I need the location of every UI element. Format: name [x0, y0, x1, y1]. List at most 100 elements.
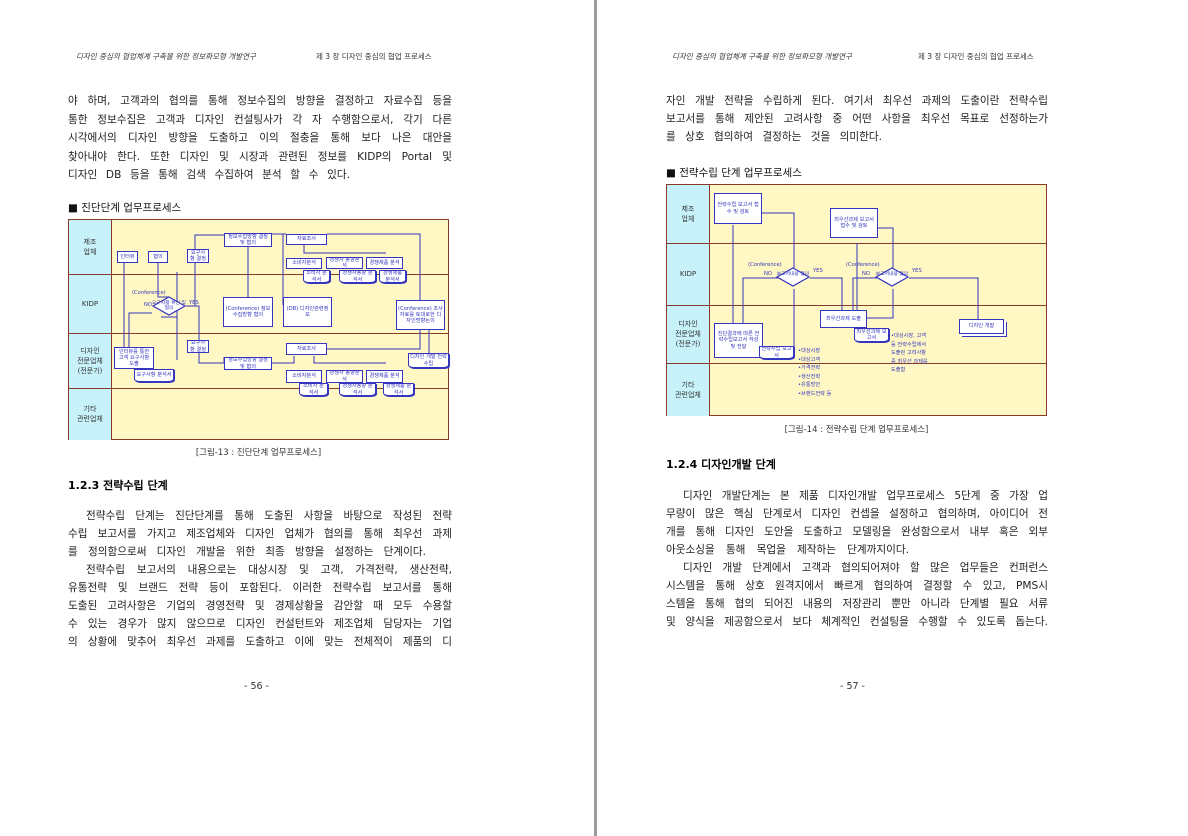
section-heading: 1.2.4 디자인개발 단계: [666, 458, 776, 471]
lane-label-manufacturer: 제조 업체: [69, 220, 112, 274]
bullet-item: 등 전략수립에서: [891, 341, 927, 348]
box-research-bottom: 자료조사: [286, 343, 327, 355]
running-header-chapter: 제 3 장 디자인 중심의 협업 프로세스: [316, 52, 432, 61]
conference-label: (Conference): [748, 262, 782, 268]
lane-divider: [69, 274, 448, 275]
box-db-design-info: (DB) 디자인관련정보: [283, 297, 332, 327]
body-line: 찾아내야 한다. 또한 디자인 및 시장과 관련된 정보를 KIDP의 Port…: [68, 151, 452, 163]
conference-label: (Conference): [846, 262, 880, 268]
lane-divider: [667, 243, 1046, 244]
body-line: 를 정의함으로써 디자인 개발을 위한 최종 방향을 설정하는 단계이다.: [68, 546, 426, 558]
page-56: 디자인 중심의 협업체계 구축을 위한 정보화모형 개발연구 제 3 장 디자인…: [68, 52, 452, 692]
body-line: 디자인 개발 단계에서 고객과 협의되어져야 할 많은 업무들은 컨퍼런스: [683, 562, 1048, 574]
diagnosis-process-diagram: 제조 업체 KIDP 디자인 전문업체 (전문가) 기타 관련업체 인터뷰 협의…: [68, 219, 449, 440]
box-derive-requirements: 인터뷰를 통한 고객 요구사항 도출: [114, 347, 154, 369]
decision-label: 요구사항 확인 및 협의: [152, 301, 186, 312]
section-title: ■ 전략수립 단계 업무프로세스: [666, 167, 802, 179]
box-competitor-analysis-top: 경쟁자 동향분석: [326, 257, 363, 269]
lane-label-design-firm: 디자인 전문업체 (전문가): [667, 305, 710, 363]
yes-label: YES: [813, 268, 823, 274]
doc-competitor-report-top: 경쟁자동향 분석서: [339, 270, 376, 283]
doc-design-strategy: 디자인 개발 전략 수립: [408, 353, 449, 368]
body-line: 통한 정보수집은 고객과 디자인 컨설팅사가 각 자 수행함으로서, 각기 다른: [68, 114, 452, 126]
body-line: 전략수립 단계는 진단단계를 통해 도출된 사항을 바탕으로 작성된 전략: [86, 510, 452, 522]
bullet-list-strategy-contents: •대상시장 •대상고객 •가격전략 •생산전략 •유통방안 •브랜드전략 등: [798, 347, 831, 398]
box-requirement-decision-top: 요구사항 결정: [187, 249, 209, 263]
bullet-list-priority: •대상시장, 고객 등 전략수립에서 도출된 고려사항 중 최우선 과제를 도출…: [891, 332, 928, 375]
running-header-title: 디자인 중심의 협업체계 구축을 위한 정보화모형 개발연구: [672, 52, 852, 61]
lane-divider: [69, 333, 448, 334]
box-conference-design-direction: (Conference) 조사자료를 토대로한 디자인방향논의: [396, 300, 445, 330]
page-number: - 57 -: [840, 681, 865, 692]
bullet-item: 도출함: [891, 367, 906, 373]
box-consumer-analysis-top: 소비자분석: [286, 258, 322, 269]
lane-label-manufacturer: 제조 업체: [667, 185, 710, 243]
body-line: 개를 통해 디자인 도안을 도출하고 모델링을 완성함으로서 내부 혹은 외부: [666, 526, 1048, 538]
decision-report-consult-1: 보고서내용 협의: [776, 267, 810, 287]
body-line: 수립 보고서를 가지고 제조업체와 디자인 업체가 협의를 통해 최우선 과제: [68, 528, 452, 540]
box-design-development: 디자인 개발: [959, 319, 1004, 334]
body-line: 디자인 개발단계는 본 제품 디자인개발 업무프로세스 5단계 중 가장 업: [683, 490, 1048, 502]
lane-divider: [667, 305, 1046, 306]
lane-divider: [667, 363, 1046, 364]
section-title: ■ 진단단계 업무프로세스: [68, 202, 182, 214]
body-line: 도출된 고려사항은 기업의 경영전략 및 경제상황을 감안할 때 모두 수용할: [68, 600, 452, 612]
body-line: 수 있는 경우가 많지 않으므로 디자인 컨설턴트와 제조업체 담당자는 기업: [68, 618, 452, 630]
bullet-item: •대상고객: [798, 356, 821, 363]
body-line: 시각에서의 디자인 방향을 도출하고 이의 절충을 통해 보다 나은 대안을: [68, 132, 452, 144]
bullet-item: •대상시장: [798, 348, 821, 354]
bullet-item: •유통방안: [798, 382, 821, 388]
body-line: 야 하며, 고객과의 협의를 통해 정보수집의 방향을 결정하고 자료수집 등을: [68, 95, 452, 107]
decision-label: 보고서내용 협의: [776, 272, 810, 277]
page-divider: [594, 0, 597, 836]
no-label: NO: [862, 271, 870, 277]
lane-label-others: 기타 관련업체: [667, 363, 710, 416]
box-info-direction-top: 정보수집방향 결정 및 협의: [224, 233, 272, 247]
doc-requirement-report: 요구사항 분석서: [134, 369, 174, 382]
body-line: 아웃소싱을 통해 목업을 제작하는 단계까지이다.: [666, 544, 909, 556]
running-header-title: 디자인 중심의 협업체계 구축을 위한 정보화모형 개발연구: [76, 52, 256, 61]
bullet-item: •가격전략: [798, 365, 821, 371]
box-info-direction-bottom: 정보수집방향 결정 및 협의: [224, 357, 272, 370]
conference-label: (Conference): [132, 290, 166, 296]
box-consult: 협의: [148, 251, 168, 263]
body-line: 및 양식을 제공함으로서 보다 체계적인 컨설팅을 수행할 수 있도록 돕는다.: [666, 616, 1048, 628]
box-priority-report-review: 최우선과제 보고서 접수 및 검토: [830, 208, 878, 238]
box-product-analysis-top: 경쟁제품 분석: [366, 257, 403, 269]
body-line: 스템을 통해 협의 되어진 내용의 저장관리 뿐만 아니라 단계별 필요 서류: [666, 598, 1048, 610]
lane-label-kidp: KIDP: [667, 243, 710, 305]
box-write-strategy-report: 진단결과에 따른 전략수립보고서 작성 및 전달: [714, 323, 763, 358]
decision-label: 보고서내용 협의: [875, 272, 909, 277]
body-line: 보고서를 통해 제안된 고려사항 중 어떤 사항을 최우선 목표로 선정하는가: [666, 113, 1048, 125]
body-line: 의 상황에 맞추어 최우선 과제를 도출하고 이에 맞는 전체적이 제품의 디: [68, 636, 452, 648]
doc-competitor-report-bottom: 경쟁자동향 분석서: [339, 383, 376, 396]
no-label: NO: [144, 302, 152, 308]
body-line: 유통전략 및 브랜드 전략 등이 포함된다. 이러한 전략수립 보고서를 통해: [68, 582, 452, 594]
figure-caption: [그림-13 : 진단단계 업무프로세스]: [195, 448, 322, 458]
lane-label-design-firm: 디자인 전문업체 (전문가): [69, 333, 112, 388]
section-heading: 1.2.3 전략수립 단계: [68, 479, 168, 492]
box-product-analysis-bottom: 경쟁제품 분석: [366, 370, 403, 383]
no-label: NO: [764, 271, 772, 277]
doc-consumer-report-bottom: 소비자 분석서: [299, 383, 328, 396]
body-line: 무량이 많은 핵심 단계로서 디자인 컨셉을 설정하고 협의하며, 아이디어 전: [666, 508, 1048, 520]
decision-requirement-check: 요구사항 확인 및 협의: [152, 296, 186, 316]
lane-divider: [69, 388, 448, 389]
bullet-item: 중 최우선 과제를: [891, 358, 928, 365]
doc-consumer-report-top: 소비자 분석서: [303, 270, 330, 283]
lane-label-kidp: KIDP: [69, 274, 112, 333]
box-consumer-analysis-bottom: 소비자분석: [286, 370, 322, 383]
body-line: 디자인 DB 등을 통해 검색 수집하여 분석 할 수 있다.: [68, 169, 350, 181]
box-competitor-analysis-bottom: 경쟁자 동향분석: [326, 370, 363, 383]
box-research-top: 자료조사: [286, 234, 327, 245]
lane-label-others: 기타 관련업체: [69, 388, 112, 440]
strategy-process-diagram: 제조 업체 KIDP 디자인 전문업체 (전문가) 기타 관련업체 전략수립 보…: [666, 184, 1047, 416]
body-line: 시스템을 통해 상호 원격지에서 빠르게 협의하여 결정할 수 있고, PMS시: [666, 580, 1048, 592]
box-derive-priority: 최우선과제 도출: [820, 310, 867, 328]
bullet-item: •생산전략: [798, 373, 821, 380]
body-line: 전략수립 보고서의 내용으로는 대상시장 및 고객, 가격전략, 생산전략,: [86, 564, 452, 576]
box-interview: 인터뷰: [117, 251, 138, 263]
bullet-item: •대상시장, 고객: [891, 333, 926, 339]
doc-strategy-report: 전략수립 보고서: [759, 346, 794, 359]
running-header-chapter: 제 3 장 디자인 중심의 협업 프로세스: [918, 52, 1034, 61]
